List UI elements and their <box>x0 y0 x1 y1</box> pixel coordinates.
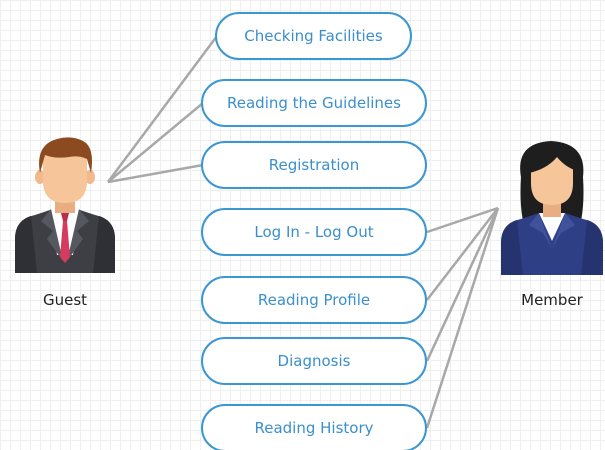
use-case-reading-history[interactable]: Reading History <box>201 404 427 450</box>
businessman-avatar-icon <box>15 137 115 273</box>
connector-guest-checking-facilities <box>106 35 219 183</box>
use-case-reading-profile[interactable]: Reading Profile <box>201 276 427 324</box>
use-case-reading-guidelines[interactable]: Reading the Guidelines <box>201 79 427 127</box>
connector-member-diagnosis <box>425 207 500 362</box>
guest-label: Guest <box>42 291 88 309</box>
use-case-diagnosis[interactable]: Diagnosis <box>201 337 427 385</box>
connector-guest-registration <box>107 163 204 184</box>
connector-guest-reading-guidelines <box>107 102 204 183</box>
member-label: Member <box>521 291 583 309</box>
connector-member-reading-profile <box>426 207 499 301</box>
connector-member-login-logout <box>426 206 499 234</box>
connector-member-reading-history <box>425 207 500 429</box>
use-case-checking-facilities[interactable]: Checking Facilities <box>215 12 412 60</box>
use-case-registration[interactable]: Registration <box>201 141 427 189</box>
use-case-login-logout[interactable]: Log In - Log Out <box>201 208 427 256</box>
businesswoman-avatar-icon <box>501 141 603 275</box>
